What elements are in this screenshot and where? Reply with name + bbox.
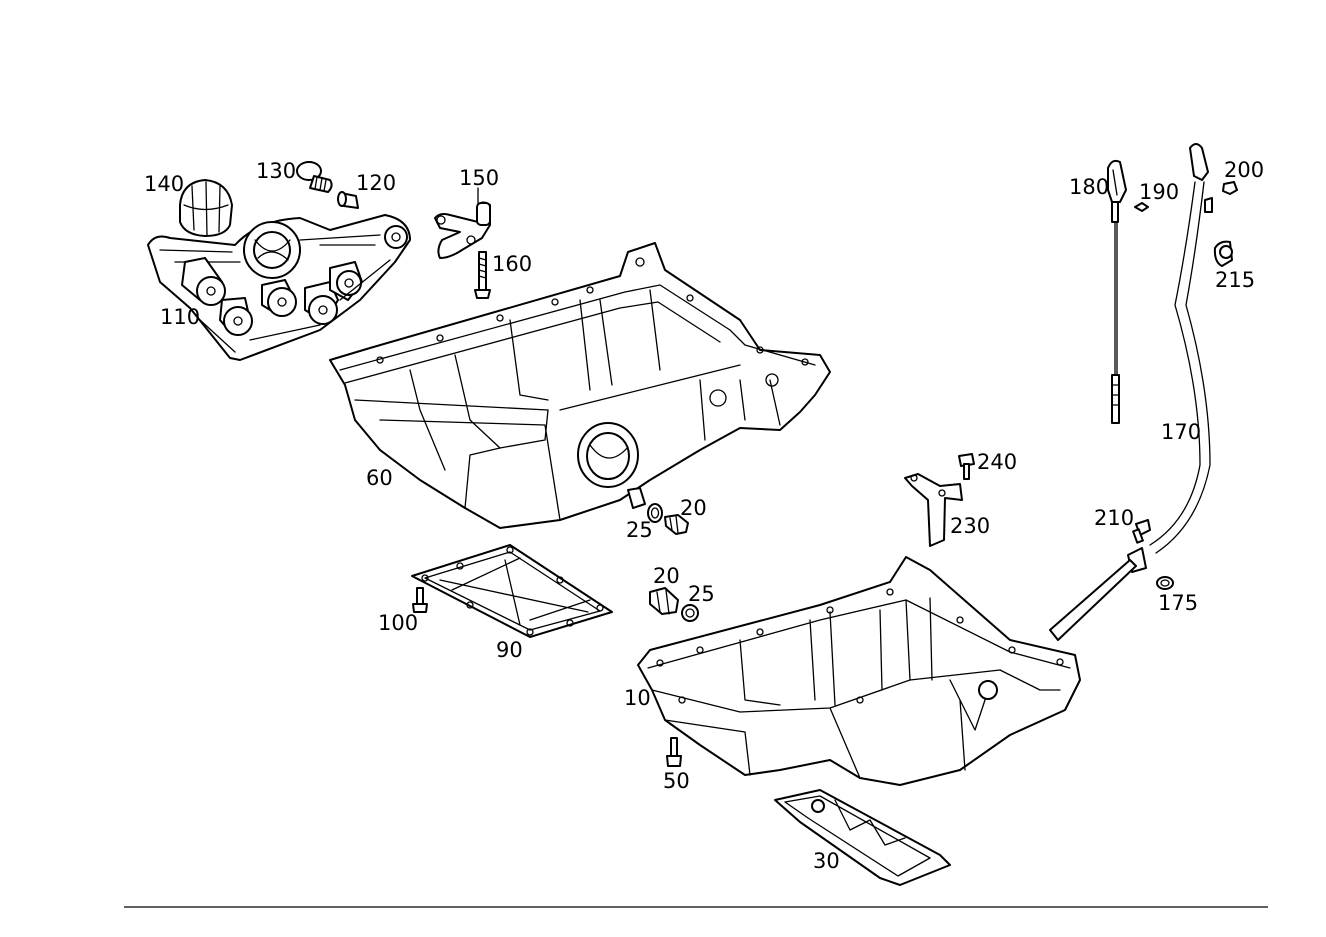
callout-20-upper: 20 xyxy=(680,496,707,520)
part-180-dipstick xyxy=(1107,159,1127,424)
callout-110: 110 xyxy=(160,305,200,329)
callout-175: 175 xyxy=(1158,591,1198,615)
callout-240: 240 xyxy=(977,450,1017,474)
callout-170: 170 xyxy=(1161,420,1201,444)
callout-130: 130 xyxy=(256,159,296,183)
callout-30: 30 xyxy=(813,849,840,873)
part-215-clamp xyxy=(1213,240,1233,267)
callout-150: 150 xyxy=(459,166,499,190)
callout-160: 160 xyxy=(492,252,532,276)
part-25-seal-ring-upper xyxy=(647,503,663,523)
part-240-bolt xyxy=(958,453,975,480)
part-110-mount-bracket xyxy=(147,214,411,361)
part-60-upper-oil-pan xyxy=(329,242,831,529)
callout-230: 230 xyxy=(950,514,990,538)
callout-50: 50 xyxy=(663,769,690,793)
part-25-seal-ring-lower xyxy=(681,604,699,622)
callout-labels: 140 130 120 110 150 160 60 25 20 20 25 1… xyxy=(144,158,1264,873)
callout-215: 215 xyxy=(1215,268,1255,292)
callout-60: 60 xyxy=(366,466,393,490)
callout-200: 200 xyxy=(1224,158,1264,182)
part-170-guide-tube xyxy=(1049,143,1213,641)
part-10-lower-oil-pan xyxy=(637,556,1081,786)
callout-90: 90 xyxy=(496,638,523,662)
part-210-bolt xyxy=(1132,519,1151,544)
part-100-bolt xyxy=(412,587,428,613)
callout-120: 120 xyxy=(356,171,396,195)
part-230-bracket xyxy=(904,473,963,547)
callout-190: 190 xyxy=(1139,180,1179,204)
part-130-bolt xyxy=(296,161,333,193)
part-150-bracket xyxy=(434,201,491,259)
part-20-drain-plug-lower xyxy=(649,587,679,615)
part-140-bushing xyxy=(179,179,233,237)
callout-10: 10 xyxy=(624,686,651,710)
part-50-bolt xyxy=(666,737,682,767)
part-20-drain-plug-upper xyxy=(664,514,689,535)
part-160-bolt xyxy=(474,251,491,299)
part-175-seal-ring xyxy=(1156,576,1174,590)
callout-100: 100 xyxy=(378,611,418,635)
callout-140: 140 xyxy=(144,172,184,196)
callout-25-lower: 25 xyxy=(688,582,715,606)
part-200-bolt xyxy=(1222,181,1238,195)
callout-20-lower: 20 xyxy=(653,564,680,588)
part-90-cover xyxy=(411,544,613,638)
part-30-oil-pan-insert xyxy=(774,789,951,886)
callout-210: 210 xyxy=(1094,506,1134,530)
part-190-seal xyxy=(1134,202,1149,212)
callout-180: 180 xyxy=(1069,175,1109,199)
callout-25-upper: 25 xyxy=(626,518,653,542)
part-120-sleeve xyxy=(337,191,359,209)
